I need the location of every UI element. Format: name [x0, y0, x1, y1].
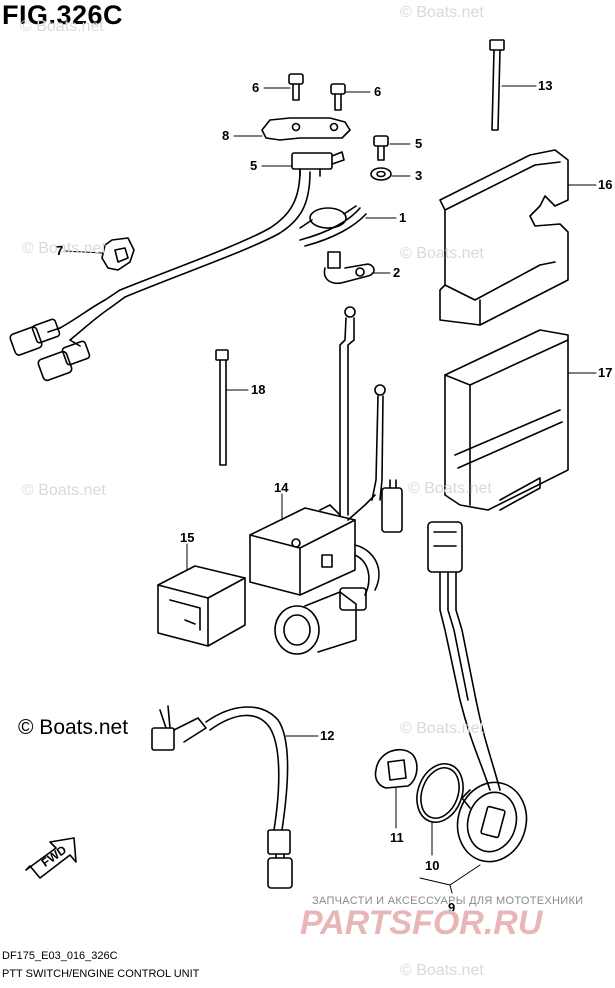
part-17-cover [439, 149, 569, 326]
callout-11: 11 [390, 830, 404, 845]
watermark: © Boats.net [400, 962, 484, 979]
part-14-relay [249, 479, 403, 596]
watermark: © Boats.net [400, 245, 484, 262]
part-10-o-ring [416, 763, 464, 823]
part-7-clip [101, 237, 135, 271]
callout-1: 1 [399, 210, 407, 225]
part-18-cable-tie [215, 349, 229, 466]
part-5-switch [291, 151, 345, 177]
callout-17: 16 [598, 177, 613, 192]
figure-name: PTT SWITCH/ENGINE CONTROL UNIT [2, 968, 200, 980]
callout-2: 2 [393, 265, 401, 280]
figure-title: FIG.326C [2, 0, 124, 30]
callout-6a: 6 [252, 80, 260, 95]
round-connector [274, 587, 367, 655]
fwd-arrow [25, 837, 77, 879]
callout-7: 7 [56, 243, 64, 258]
brand-tagline: ЗАПЧАСТИ И АКСЕССУАРЫ ДЛЯ МОТОТЕХНИКИ [312, 895, 584, 907]
watermark: © Boats.net [400, 720, 484, 737]
callout-18: 18 [251, 382, 266, 397]
watermark: © Boats.net [22, 240, 106, 257]
callout-10: 10 [425, 858, 440, 873]
callout-9: 9 [448, 900, 456, 915]
watermark: © Boats.net [408, 480, 492, 497]
part-2-terminal [323, 251, 375, 284]
credit: © Boats.net [18, 716, 129, 739]
part-13-cable-tie [489, 39, 505, 131]
part-15-relay [157, 565, 246, 647]
callout-6b: 6 [374, 84, 382, 99]
callout-8: 8 [222, 128, 230, 143]
part-4-bolt [373, 135, 389, 161]
brand-logo: PARTSFOR.RU [300, 904, 543, 942]
callout-5: 5 [250, 158, 258, 173]
callout-3: 3 [415, 168, 423, 183]
callout-4: 5 [415, 136, 423, 151]
part-9-switch-cap [456, 781, 528, 863]
part-12-harness [151, 705, 293, 889]
ptt-switch-harness [9, 169, 367, 382]
part-16-ecu [444, 329, 569, 511]
part-6-screws [288, 73, 346, 111]
watermark: © Boats.net [400, 4, 484, 21]
callout-15: 15 [180, 530, 195, 545]
callout-16: 17 [598, 365, 613, 380]
part-11-clip [374, 748, 418, 789]
part-3-washer [370, 167, 392, 181]
watermark: © Boats.net [22, 482, 106, 499]
figure-code: DF175_E03_016_326C [2, 950, 118, 962]
callout-12: 12 [320, 728, 335, 743]
part-9-harness [427, 521, 501, 791]
callout-13: 13 [538, 78, 553, 93]
part-8-bracket [261, 117, 351, 141]
leader-lines [65, 85, 597, 894]
watermark: © Boats.net [20, 18, 104, 35]
ground-lead [339, 306, 386, 516]
callout-14: 14 [274, 480, 289, 495]
